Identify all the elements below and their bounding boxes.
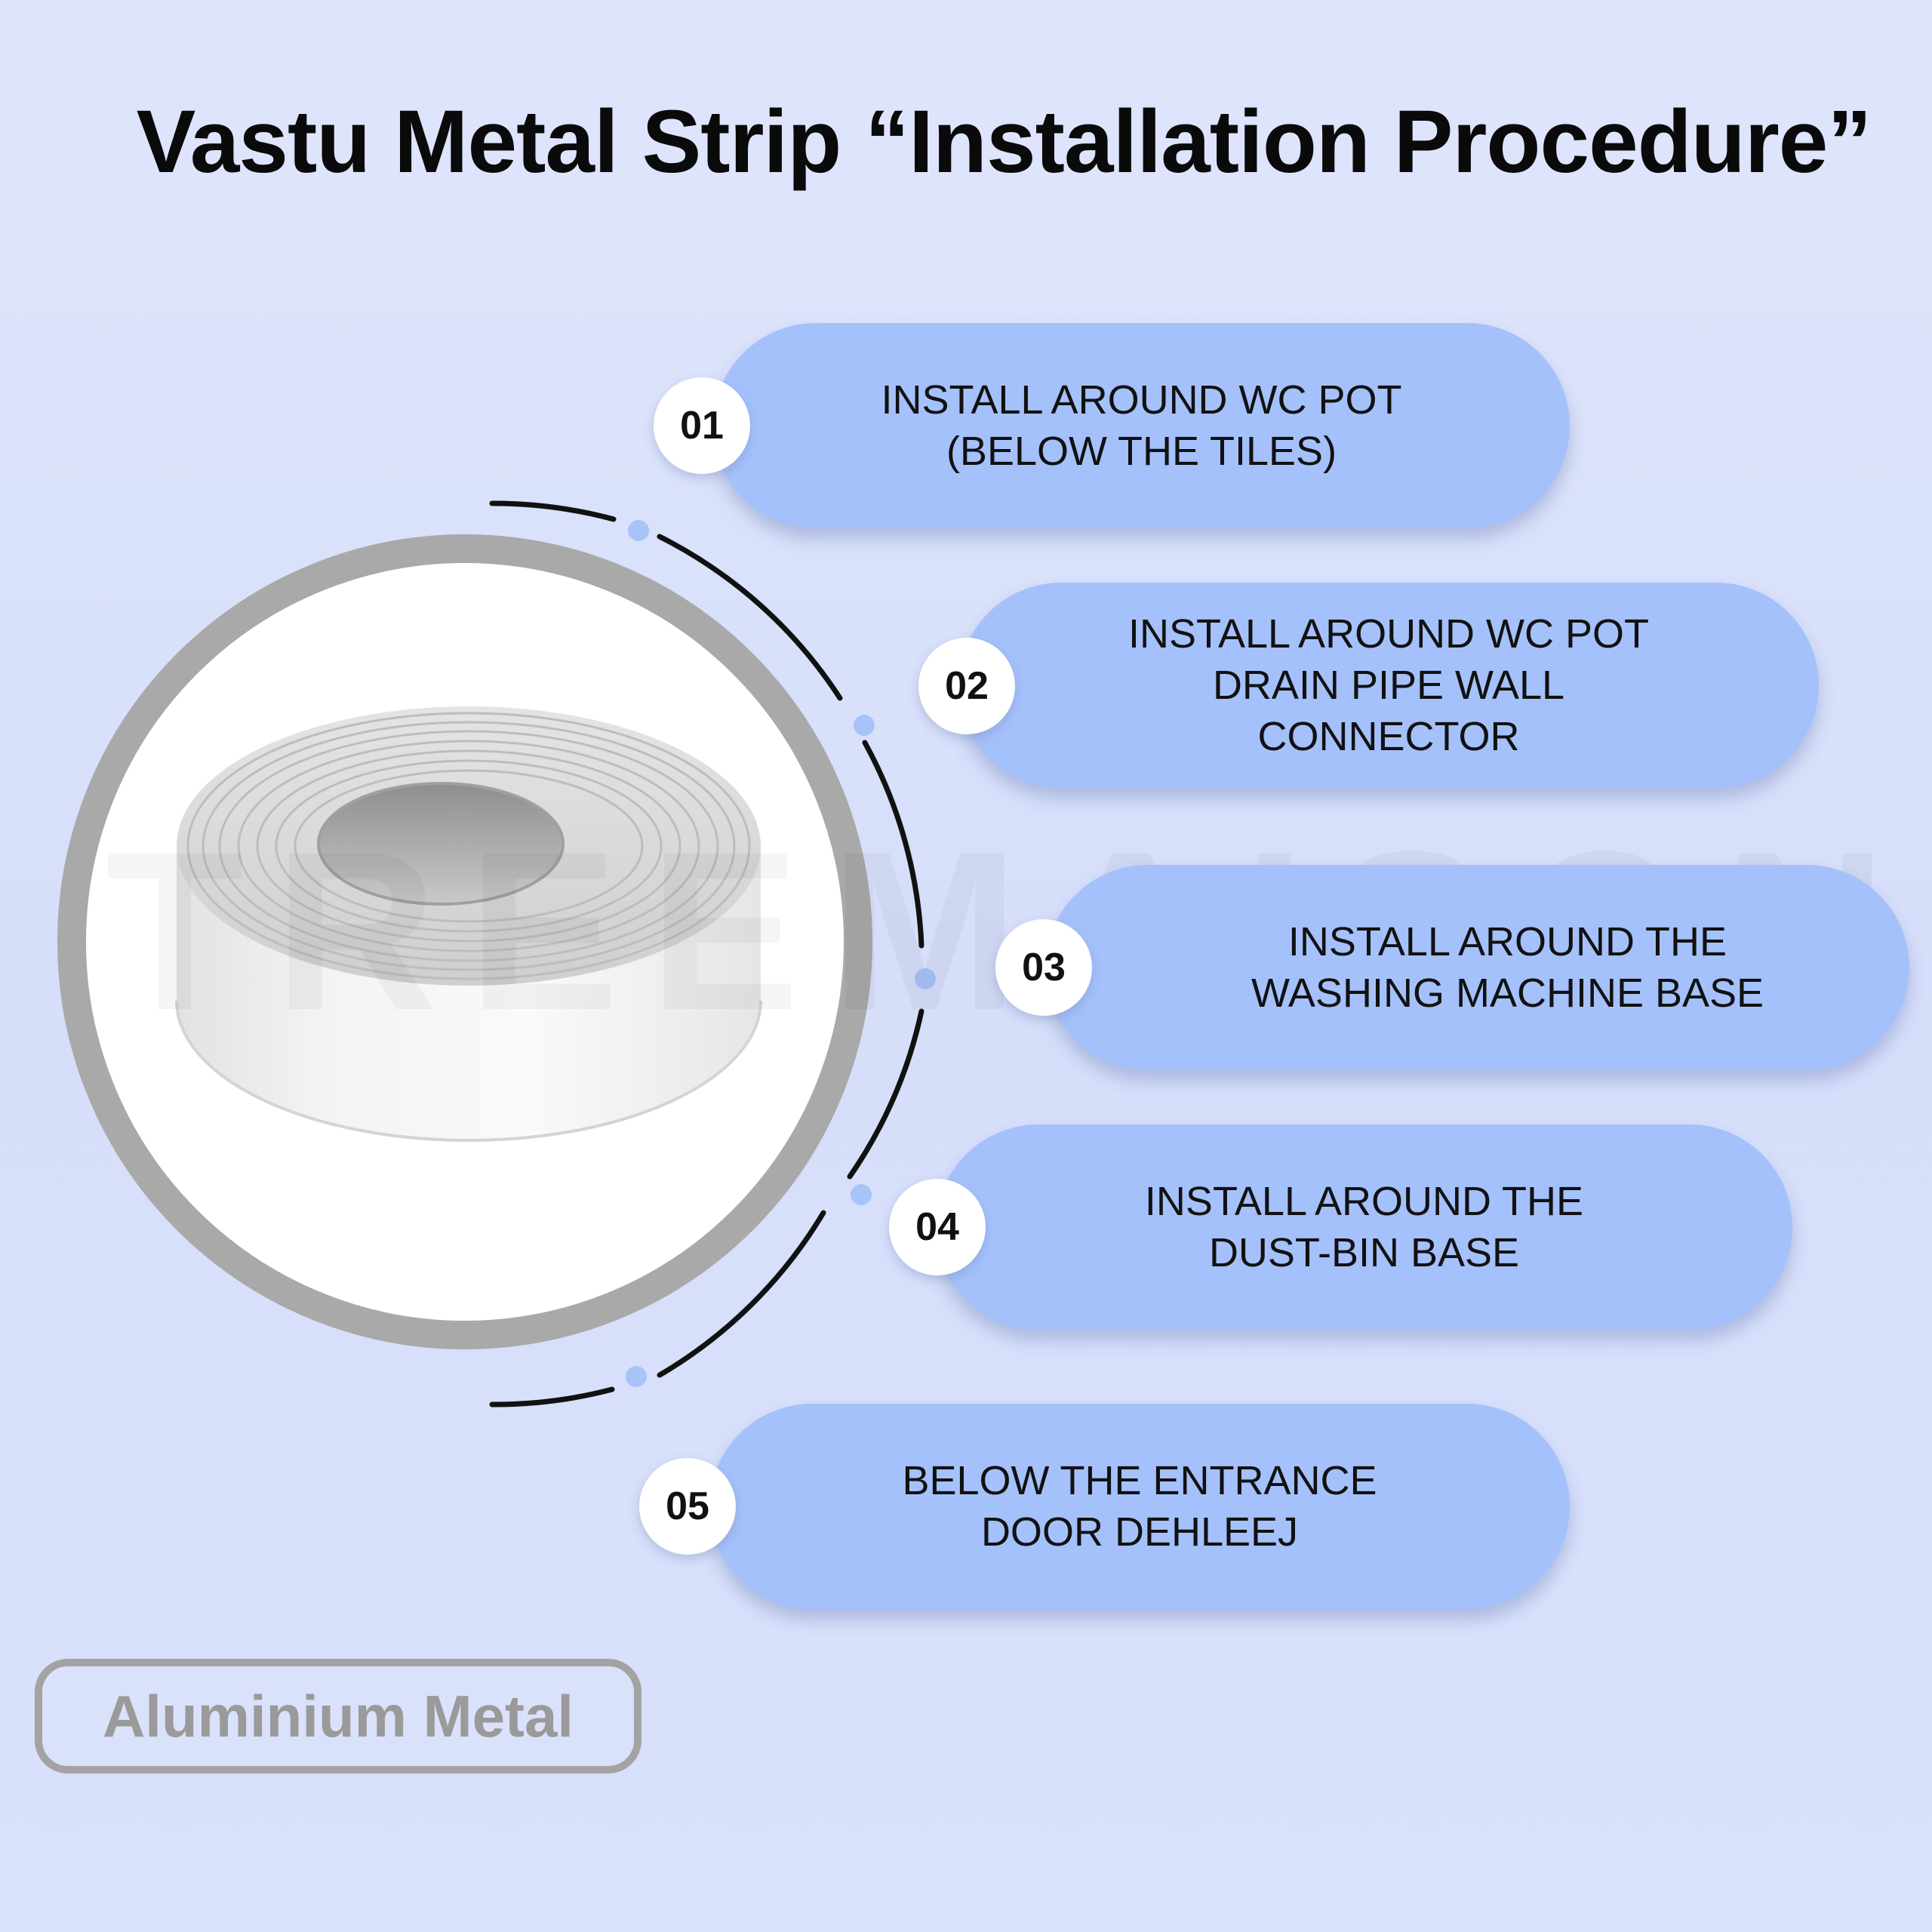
step-text-4: INSTALL AROUND THE DUST-BIN BASE bbox=[1144, 1179, 1584, 1275]
step-pill-1: INSTALL AROUND WC POT (BELOW THE TILES) bbox=[713, 323, 1570, 528]
arc-segment-2 bbox=[862, 740, 924, 949]
step-number-badge-5: 05 bbox=[639, 1458, 736, 1555]
arc-segment-top bbox=[489, 500, 617, 522]
page-title: Vastu Metal Strip “Installation Procedur… bbox=[136, 92, 1872, 192]
arc-dot-1 bbox=[628, 520, 649, 541]
metal-strip-roll-icon bbox=[175, 706, 762, 1142]
step-pill-2: INSTALL AROUND WC POT DRAIN PIPE WALL CO… bbox=[958, 583, 1819, 788]
arc-segment-4 bbox=[657, 1210, 826, 1378]
step-text-5: BELOW THE ENTRANCE DOOR DEHLEEJ bbox=[902, 1458, 1377, 1555]
arc-segment-bottom bbox=[489, 1386, 615, 1407]
step-pill-4: INSTALL AROUND THE DUST-BIN BASE bbox=[936, 1124, 1792, 1330]
step-number-badge-4: 04 bbox=[889, 1179, 986, 1275]
material-badge: Aluminium Metal bbox=[35, 1659, 641, 1774]
arc-segment-3 bbox=[847, 1008, 924, 1180]
arc-segment-1 bbox=[657, 534, 843, 701]
step-text-3: INSTALL AROUND THE WASHING MACHINE BASE bbox=[1251, 919, 1764, 1016]
step-number-badge-1: 01 bbox=[654, 377, 750, 474]
step-text-1: INSTALL AROUND WC POT (BELOW THE TILES) bbox=[881, 377, 1402, 474]
step-pill-3: INSTALL AROUND THE WASHING MACHINE BASE bbox=[1045, 865, 1909, 1070]
step-number-badge-3: 03 bbox=[995, 919, 1092, 1016]
arc-dot-3 bbox=[915, 968, 936, 989]
arc-dot-2 bbox=[854, 715, 875, 736]
arc-dot-5 bbox=[626, 1366, 647, 1387]
step-number-badge-2: 02 bbox=[918, 638, 1015, 734]
arc-dot-4 bbox=[851, 1184, 872, 1205]
step-pill-5: BELOW THE ENTRANCE DOOR DEHLEEJ bbox=[709, 1404, 1570, 1609]
step-text-2: INSTALL AROUND WC POT DRAIN PIPE WALL CO… bbox=[1128, 611, 1650, 759]
